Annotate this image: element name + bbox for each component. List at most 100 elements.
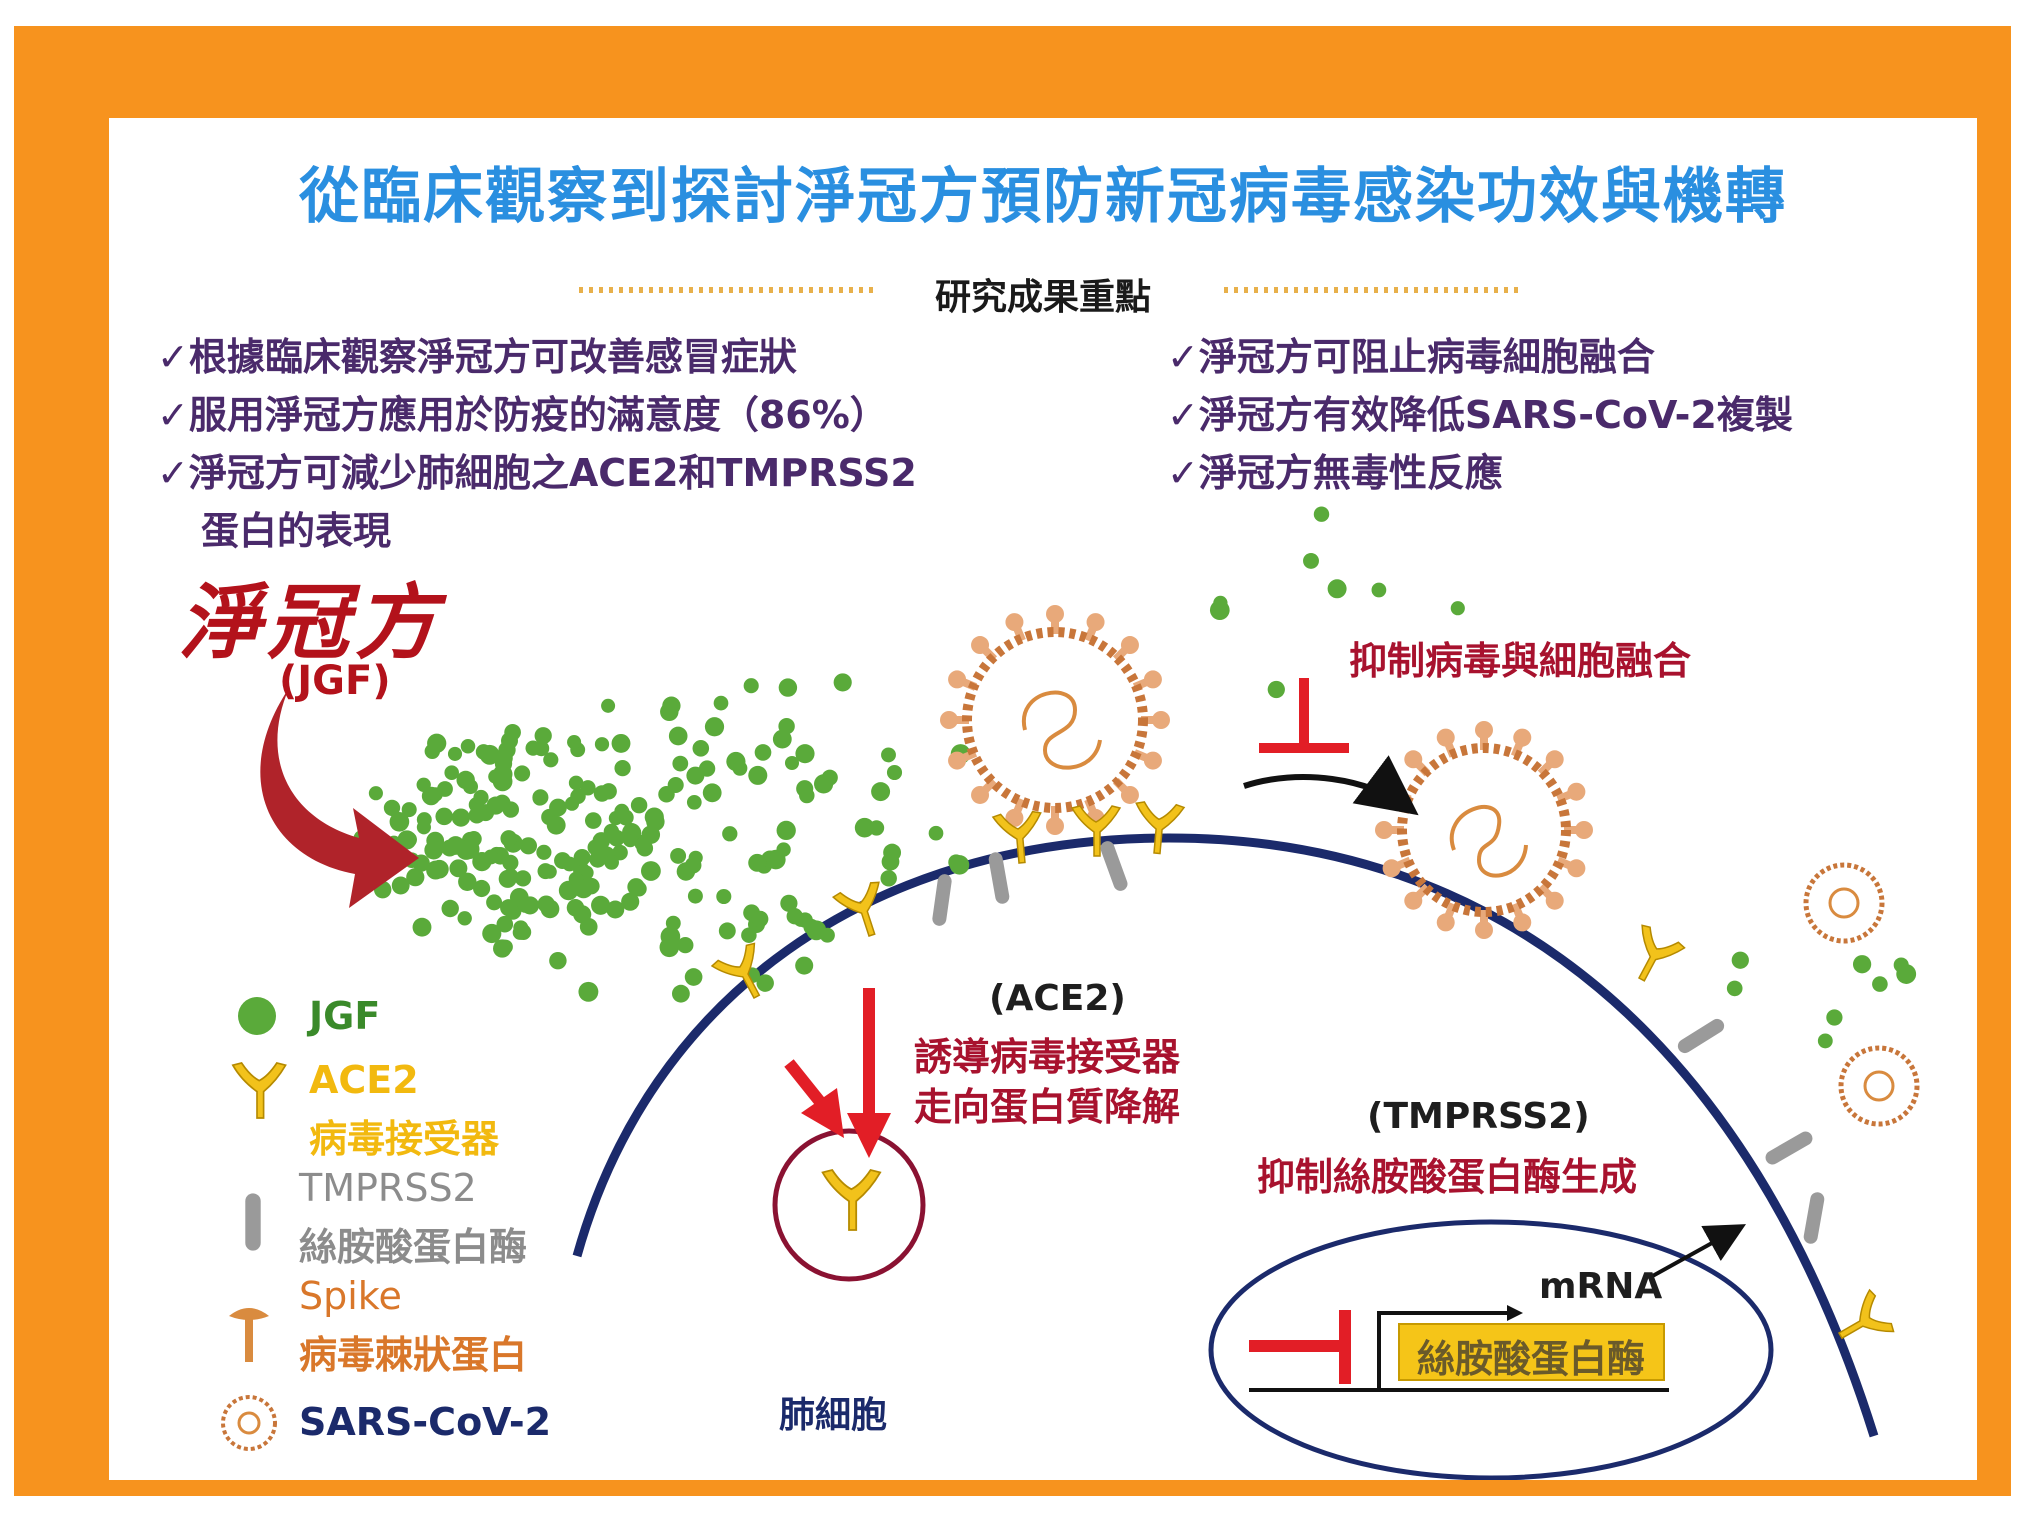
jgf-dot <box>732 760 748 776</box>
jgf-dot <box>928 825 944 841</box>
jgf-dot <box>1872 976 1888 992</box>
jgf-dot <box>692 740 710 757</box>
jgf-dot <box>441 839 459 857</box>
jgf-dot <box>594 737 610 752</box>
jgf-dot <box>1267 680 1285 699</box>
jgf-dot <box>532 789 549 806</box>
jgf-dot <box>458 872 477 891</box>
jgf-dot <box>1313 506 1330 522</box>
page-title: 從臨床觀察到探討淨冠方預防新冠病毒感染功效與機轉 <box>299 162 1787 232</box>
jgf-dot <box>1852 955 1872 974</box>
highlight-right-2: ✓淨冠方有效降低SARS-CoV-2複製 <box>1167 393 1793 437</box>
lung-cell-label: 肺細胞 <box>779 1395 888 1436</box>
diagram-panel: 從臨床觀察到探討淨冠方預防新冠病毒感染功效與機轉 研究成果重點 ✓根據臨床觀察淨… <box>109 118 1977 1480</box>
jgf-dot <box>449 859 468 878</box>
jgf-dot <box>441 899 459 918</box>
degradation-arrows-icon <box>784 988 891 1158</box>
inhibit-fusion-symbol <box>1259 678 1349 753</box>
jgf-dot <box>606 900 625 919</box>
jgf-dot <box>881 747 896 763</box>
virus-small-icon <box>1838 1045 1920 1127</box>
highlight-right-1: ✓淨冠方可阻止病毒細胞融合 <box>1167 335 1655 379</box>
drug-abbr: (JGF) <box>279 658 391 704</box>
ace2-degraded-icon <box>821 1169 882 1231</box>
jgf-dot <box>741 927 757 943</box>
legend-ace2-1: ACE2 <box>309 1058 419 1102</box>
jgf-dot <box>1371 582 1387 598</box>
mrna-export-arrow-icon <box>1648 1224 1746 1280</box>
jgf-dot <box>460 739 476 754</box>
jgf-dot <box>543 752 559 768</box>
jgf-dot <box>435 807 453 826</box>
jgf-dot <box>518 898 533 913</box>
jgf-dot <box>549 951 567 970</box>
jgf-dot <box>621 892 640 911</box>
jgf-dot <box>525 740 541 756</box>
legend-tmprss2-icon <box>245 1193 261 1251</box>
jgf-dot <box>444 765 459 780</box>
drug-name: 淨冠方 <box>179 575 443 671</box>
jgf-dot <box>515 924 532 941</box>
jgf-dot <box>795 744 815 764</box>
jgf-dot <box>600 783 617 800</box>
jgf-dot <box>704 717 725 737</box>
jgf-dot <box>486 796 505 815</box>
jgf-dot <box>796 780 814 798</box>
jgf-dot <box>640 861 661 881</box>
jgf-dot <box>416 820 431 835</box>
jgf-dot <box>671 984 690 1003</box>
legend-ace2-icon <box>231 1062 287 1119</box>
jgf-dot <box>468 807 486 824</box>
jgf-dot <box>568 871 584 887</box>
jgf-dot <box>686 766 705 785</box>
jgf-dot <box>722 826 738 842</box>
gene-box-label: 絲胺酸蛋白酶 <box>1417 1337 1646 1381</box>
ace2-receptor-icon <box>1618 922 1687 991</box>
jgf-dot <box>514 765 531 782</box>
jgf-dot <box>486 894 503 911</box>
jgf-dot <box>751 910 769 928</box>
jgf-dot <box>1303 552 1319 569</box>
jgf-dot <box>519 837 538 855</box>
jgf-dot <box>457 911 472 926</box>
jgf-dot <box>500 899 518 917</box>
jgf-dot <box>833 673 852 692</box>
jgf-dot <box>658 786 675 803</box>
jgf-dot <box>536 844 552 860</box>
jgf-dot <box>687 888 703 904</box>
legend-tmprss2-1: TMPRSS2 <box>299 1166 477 1210</box>
jgf-dot <box>608 829 625 847</box>
highlight-left-3: ✓淨冠方可減少肺細胞之ACE2和TMPRSS2 <box>157 451 917 495</box>
legend-tmprss2-2: 絲胺酸蛋白酶 <box>299 1225 528 1269</box>
jgf-dot <box>821 769 838 786</box>
jgf-dot <box>488 769 503 784</box>
jgf-dot <box>482 923 502 944</box>
endosome <box>772 1128 926 1282</box>
legend-spike-1: Spike <box>299 1274 402 1318</box>
jgf-dot <box>502 854 519 871</box>
jgf-dot <box>765 849 786 870</box>
jgf-dot <box>871 782 891 802</box>
virus-attaching-icon <box>940 605 1170 835</box>
jgf-dot <box>568 775 584 791</box>
jgf-dot <box>686 794 702 810</box>
jgf-dot <box>592 832 611 850</box>
jgf-dot <box>473 879 491 898</box>
spike-protein-icon <box>945 667 979 696</box>
jgf-dot <box>1817 1033 1833 1049</box>
jgf-dot <box>670 847 687 864</box>
inhibit-fusion-label: 抑制病毒與細胞融合 <box>1349 639 1692 683</box>
jgf-dot <box>776 820 796 841</box>
jgf-dot <box>668 726 688 746</box>
virus-blocked-icon <box>1375 721 1593 939</box>
jgf-dot <box>614 803 630 819</box>
jgf-dot <box>819 927 835 943</box>
jgf-dot <box>756 974 774 992</box>
diagram-canvas <box>221 287 1920 1480</box>
jgf-dot <box>743 678 759 694</box>
jgf-dot <box>447 746 463 761</box>
jgf-dot <box>479 744 500 765</box>
jgf-dot-cloud <box>353 506 1917 1049</box>
gene-inhibit-symbol <box>1249 1305 1669 1392</box>
legend-virus-icon <box>221 1395 277 1451</box>
